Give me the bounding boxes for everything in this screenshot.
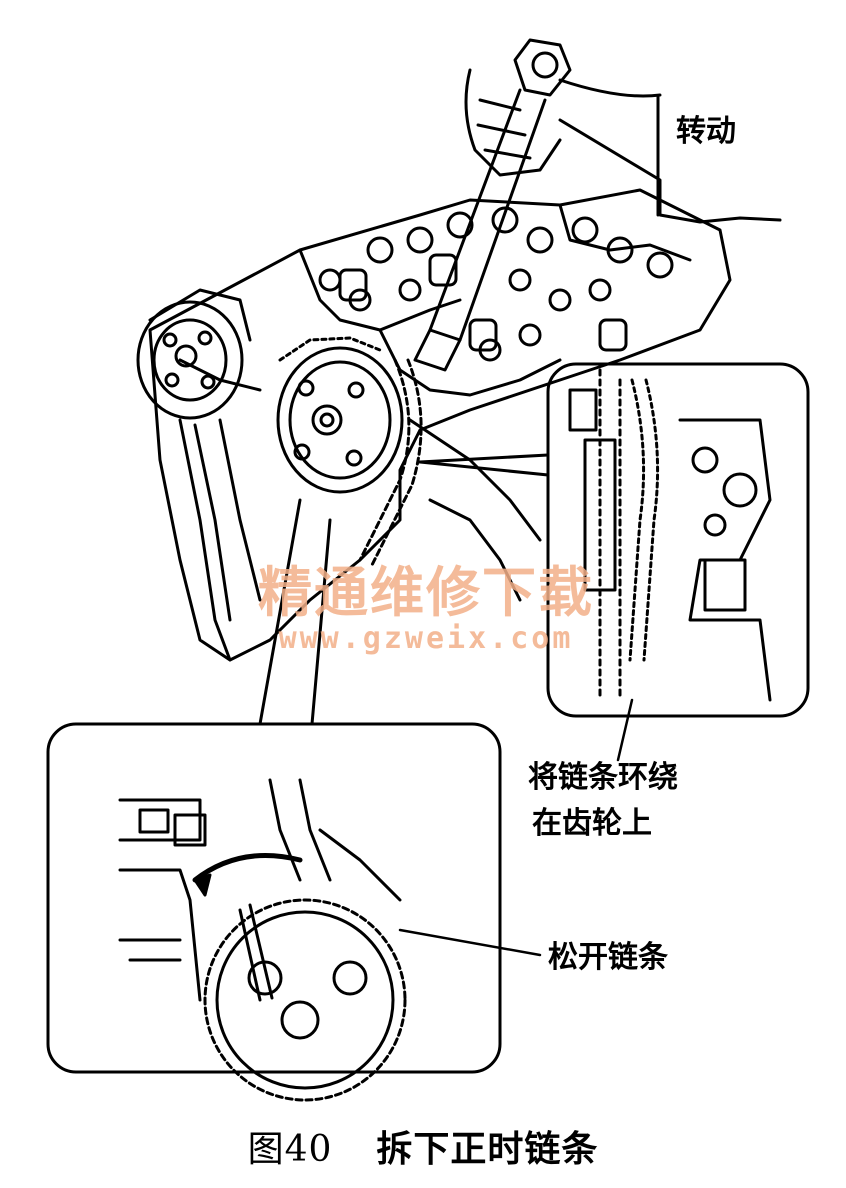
watermark-chinese: 精通维修下载 <box>258 561 594 624</box>
label-loosen-chain: 松开链条 <box>548 940 668 975</box>
valve-bosses <box>318 206 674 362</box>
caption-number: 图40 <box>247 1129 333 1170</box>
label-wrap-chain-line2: 在齿轮上 <box>532 806 652 841</box>
detail-callout-right <box>418 362 810 762</box>
left-sprocket <box>136 288 252 662</box>
label-wrap-chain-line1: 将链条环绕 <box>528 760 678 795</box>
cam-sprocket <box>276 336 423 567</box>
watermark-url: www.gzweix.com <box>278 621 574 656</box>
label-rotate: 转动 <box>676 114 736 149</box>
wrench-and-hand <box>413 38 782 372</box>
watermark: 精通维修下载 www.gzweix.com <box>246 548 606 656</box>
caption-title: 拆下正时链条 <box>376 1128 599 1170</box>
detail-callout-left <box>46 498 542 1102</box>
figure-caption: 图40 拆下正时链条 <box>0 1120 846 1172</box>
